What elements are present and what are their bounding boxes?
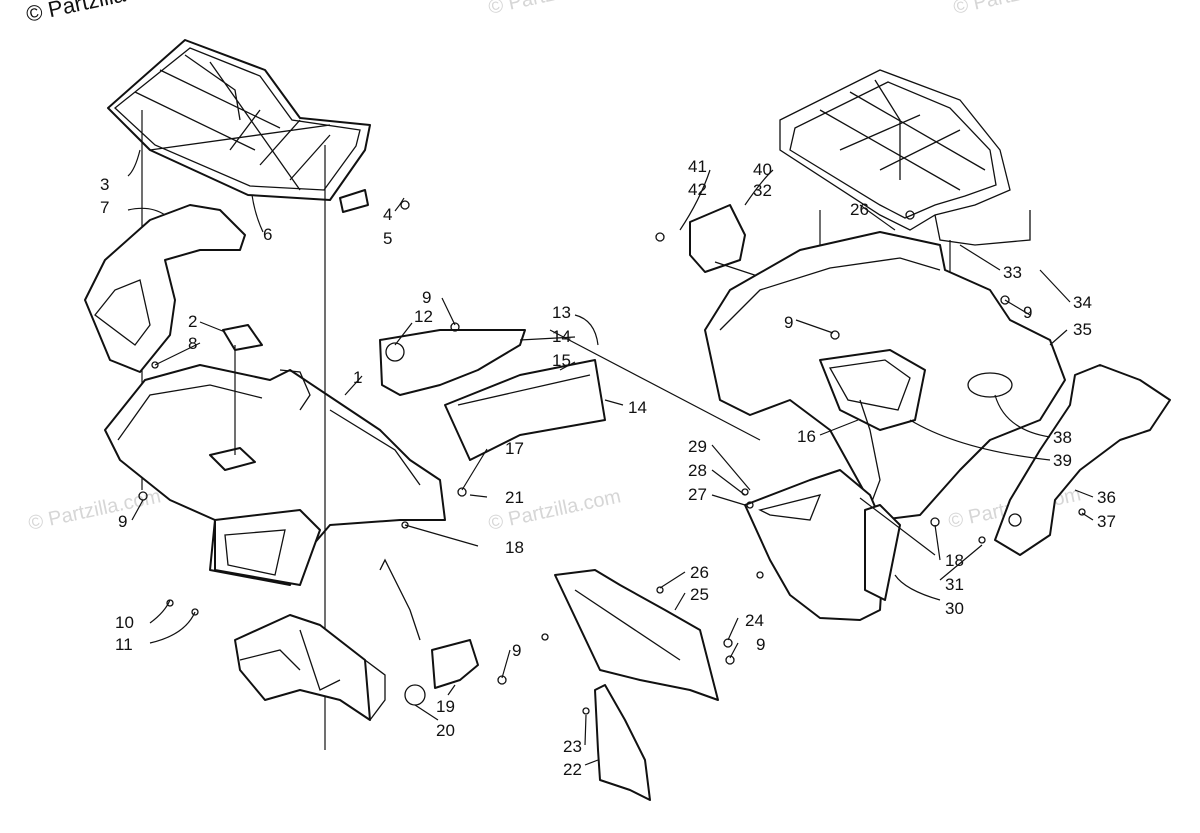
label-12: 12: [414, 307, 433, 326]
label-16: 16: [797, 427, 816, 446]
label-21: 21: [505, 488, 524, 507]
label-14-bottom: 14: [628, 398, 647, 417]
watermark-left: © Partzilla.com: [26, 485, 162, 535]
label-41: 41: [688, 157, 707, 176]
splash-guards: [554, 569, 719, 801]
label-27: 27: [688, 485, 707, 504]
label-29: 29: [688, 437, 707, 456]
label-11: 11: [115, 635, 133, 654]
label-9-panel: 9: [422, 288, 431, 307]
mount-bracket: [689, 204, 746, 273]
clamp-ring: [404, 684, 426, 706]
label-1: 1: [353, 368, 362, 387]
label-32: 32: [753, 181, 772, 200]
rear-fender: [704, 231, 1066, 521]
label-9-flap: 9: [756, 635, 765, 654]
inner-splash: [744, 469, 901, 621]
rear-gas-cap: [967, 372, 1013, 398]
label-15: 15: [552, 351, 571, 370]
guard-bracket: [379, 558, 479, 689]
label-17: 17: [505, 439, 524, 458]
label-7: 7: [100, 198, 109, 217]
label-34: 34: [1073, 293, 1092, 312]
plate-bracket: [339, 189, 369, 213]
frame-section: [234, 614, 426, 721]
label-10: 10: [115, 613, 134, 632]
label-19: 19: [436, 697, 455, 716]
label-9-rear-b: 9: [784, 313, 793, 332]
front-fender: [104, 364, 446, 586]
label-31: 31: [945, 575, 964, 594]
label-37: 37: [1097, 512, 1116, 531]
front-fender-cover: [84, 204, 246, 373]
label-6: 6: [263, 225, 272, 244]
label-18-front: 18: [505, 538, 524, 557]
label-2: 2: [188, 312, 197, 331]
label-18-rear: 18: [945, 551, 964, 570]
label-40: 40: [753, 160, 772, 179]
watermark-corner: © Partzilla: [24, 0, 128, 27]
label-42: 42: [688, 180, 707, 199]
label-28: 28: [688, 461, 707, 480]
part-number-labels: 1 2 3 7 4 5 6 8 9 9 9 9 9 9 10 11 12 13 …: [100, 157, 1116, 779]
label-39: 39: [1053, 451, 1072, 470]
leader-lines: [127, 149, 1094, 766]
leader-panel: [549, 329, 761, 441]
leader-inner: [859, 497, 936, 556]
fasteners: [138, 200, 1086, 715]
label-22: 22: [563, 760, 582, 779]
label-20: 20: [436, 721, 455, 740]
label-26-low: 26: [690, 563, 709, 582]
seal-plate: [222, 324, 263, 351]
watermark-top-middle: © Partzilla: [486, 0, 581, 19]
label-30: 30: [945, 599, 964, 618]
label-9-front: 9: [118, 512, 127, 531]
label-23: 23: [563, 737, 582, 756]
label-3: 3: [100, 175, 109, 194]
label-9-guard: 9: [512, 641, 521, 660]
label-5: 5: [383, 229, 392, 248]
label-35: 35: [1073, 320, 1092, 339]
label-8: 8: [188, 334, 197, 353]
watermark-top-right: © Partzilla: [951, 0, 1046, 19]
label-38: 38: [1053, 428, 1072, 447]
side-panel: [379, 329, 606, 461]
label-14-top: 14: [552, 327, 571, 346]
rear-flap: [994, 364, 1171, 556]
label-24: 24: [745, 611, 764, 630]
label-13: 13: [552, 303, 571, 322]
label-9-rear-a: 9: [1023, 303, 1032, 322]
label-26-rear: 26: [850, 200, 869, 219]
label-4: 4: [383, 205, 392, 224]
label-25: 25: [690, 585, 709, 604]
label-36: 36: [1097, 488, 1116, 507]
label-33: 33: [1003, 263, 1022, 282]
